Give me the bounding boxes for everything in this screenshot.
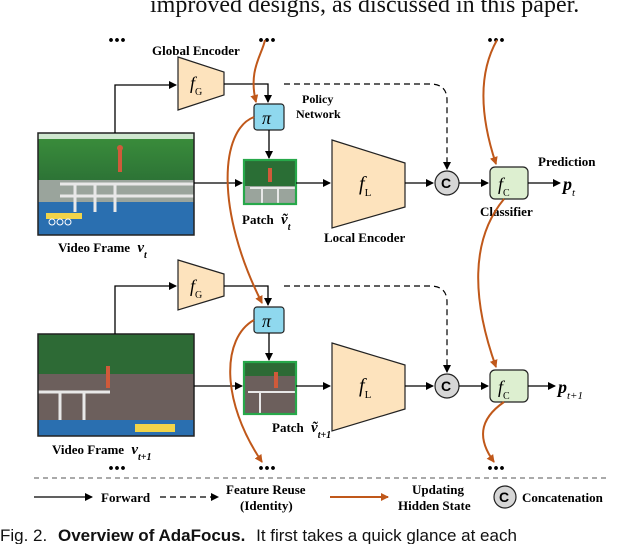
dashed-global-to-concat-top bbox=[284, 83, 451, 170]
concat-node-bottom-symbol: C bbox=[441, 378, 451, 394]
video-frame-t1-border bbox=[37, 333, 195, 437]
video-frame-t-image bbox=[38, 133, 194, 235]
concat-node-top-symbol: C bbox=[441, 175, 451, 191]
ellipsis-top-middle: ... bbox=[258, 22, 276, 48]
ellipsis-bottom-right: ... bbox=[487, 450, 505, 476]
ellipsis-bottom-middle: ... bbox=[258, 450, 276, 476]
prediction-t: pt bbox=[561, 174, 576, 199]
prediction-label: Prediction bbox=[538, 154, 596, 169]
dashed-global-to-concat-bottom bbox=[284, 285, 451, 373]
classifier-top-symbol: fC bbox=[498, 174, 510, 199]
hidden-state-arrow-classifier-top-to-bottom bbox=[477, 198, 505, 368]
global-encoder-top-symbol: fG bbox=[190, 73, 202, 98]
arrow-global-to-policy-top bbox=[224, 83, 272, 103]
arrow-global-to-policy-bottom bbox=[224, 285, 272, 306]
global-encoder-bottom bbox=[177, 259, 225, 311]
hidden-state-arrow-in-classifier-top bbox=[482, 39, 498, 165]
arrow-frame-to-global-top bbox=[114, 81, 177, 133]
policy-network-label-1: Policy bbox=[302, 92, 333, 106]
local-encoder-label: Local Encoder bbox=[324, 230, 405, 245]
local-encoder-bottom-symbol: fL bbox=[359, 375, 372, 401]
local-encoder-top bbox=[331, 139, 406, 229]
top-text: improved designs, as discussed in this p… bbox=[150, 0, 579, 18]
policy-network-top-symbol: π bbox=[262, 108, 272, 128]
patch-t1-border bbox=[242, 360, 298, 416]
global-encoder-bottom-symbol: fG bbox=[190, 276, 202, 301]
arrow-frame-to-global-bottom bbox=[114, 282, 177, 334]
hidden-state-arrow-policy-top-to-bottom bbox=[226, 116, 263, 304]
legend-concat-node bbox=[493, 485, 517, 509]
legend-forward-label: Forward bbox=[101, 490, 151, 505]
policy-network-bottom-symbol: π bbox=[262, 311, 272, 331]
legend-concatenation-label: Concatenation bbox=[522, 490, 604, 505]
global-encoder-top bbox=[177, 56, 225, 111]
patch-t1-image bbox=[244, 362, 296, 414]
patch-t-border bbox=[242, 158, 298, 206]
legend-feature-reuse-label-1: Feature Reuse bbox=[226, 482, 306, 497]
video-frame-t-label: Video Frame vt bbox=[58, 240, 148, 261]
patch-t-label: Patch ṽt bbox=[242, 212, 292, 233]
local-encoder-bottom bbox=[331, 342, 406, 432]
legend-hidden-state-label-1: Updating bbox=[412, 482, 465, 497]
classifier-label: Classifier bbox=[480, 204, 533, 219]
legend-feature-reuse-label-2: (Identity) bbox=[240, 498, 293, 513]
ellipsis-top-left: ... bbox=[108, 22, 126, 48]
hidden-state-arrow-in-policy-top bbox=[250, 39, 266, 103]
figure-caption: Fig. 2. Overview of AdaFocus. It first t… bbox=[0, 526, 517, 544]
hidden-state-arrow-policy-bottom-out bbox=[229, 319, 263, 463]
local-encoder-top-symbol: fL bbox=[359, 173, 372, 199]
patch-t-image bbox=[244, 160, 296, 204]
video-frame-t-border bbox=[37, 132, 195, 236]
prediction-t1: pt+1 bbox=[556, 377, 583, 402]
global-encoder-label: Global Encoder bbox=[152, 43, 240, 58]
hidden-state-arrow-classifier-bottom-out bbox=[482, 401, 505, 463]
ellipsis-top-right: ... bbox=[487, 22, 505, 48]
ellipsis-bottom-left: ... bbox=[108, 450, 126, 476]
video-frame-t1-label: Video Frame vt+1 bbox=[52, 442, 151, 463]
patch-t1-label: Patch ṽt+1 bbox=[272, 420, 331, 441]
video-frame-t1-image bbox=[38, 334, 194, 436]
legend-concat-symbol: C bbox=[499, 489, 509, 505]
legend-hidden-state-label-2: Hidden State bbox=[398, 498, 471, 513]
policy-network-label-2: Network bbox=[296, 107, 341, 121]
classifier-bottom-symbol: fC bbox=[498, 377, 510, 402]
